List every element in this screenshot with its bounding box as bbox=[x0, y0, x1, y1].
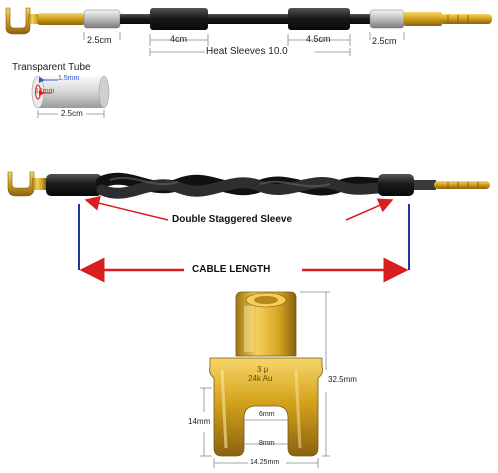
tube-body bbox=[38, 76, 104, 108]
heat-sleeve-2 bbox=[288, 8, 350, 30]
banana-plug-top bbox=[404, 12, 492, 26]
spade-fork bbox=[209, 357, 323, 457]
heat-sleeves-label: Heat Sleeves 10.0 bbox=[206, 46, 288, 57]
top-dimension-lines bbox=[83, 32, 405, 56]
spade-detail bbox=[200, 291, 330, 468]
left-tube-top bbox=[83, 9, 121, 29]
spade-stamp-line1: 3 μ bbox=[257, 365, 269, 374]
transparent-tube-figure bbox=[31, 75, 110, 118]
double-staggered-sleeve-label: Double Staggered Sleeve bbox=[168, 214, 297, 226]
arrow-to-right-sleeve bbox=[345, 198, 394, 221]
top-cable-assembly bbox=[5, 7, 492, 56]
heat-sleeve-1 bbox=[150, 8, 208, 30]
right-tube-length-label: 2.5cm bbox=[372, 36, 397, 46]
right-tube-top bbox=[369, 9, 405, 29]
middle-cable-assembly bbox=[7, 171, 490, 283]
double-sleeve-right bbox=[378, 174, 414, 196]
twisted-cable-b bbox=[96, 177, 386, 199]
spade-dimension-lines bbox=[200, 291, 330, 468]
slot-width-bottom-label: 8mm bbox=[259, 440, 275, 447]
sleeve1-length-label: 4cm bbox=[170, 34, 188, 44]
left-spade-connector-top bbox=[5, 7, 84, 35]
double-sleeve-left bbox=[46, 174, 102, 196]
sleeve2-length-label: 4.5cm bbox=[306, 34, 331, 44]
cable-length-label: CABLE LENGTH bbox=[192, 264, 271, 275]
left-spade-connector-middle bbox=[7, 171, 46, 197]
slot-width-top-label: 6mm bbox=[259, 411, 275, 418]
tube-outer-dim-label: 12mm bbox=[35, 88, 55, 95]
total-width-label: 14.25mm bbox=[250, 459, 280, 466]
tube-length-label: 2.5cm bbox=[61, 109, 83, 118]
spade-stamp-line2: 24k Au bbox=[248, 374, 273, 383]
banana-plug-middle bbox=[414, 180, 490, 190]
fork-height-label: 14mm bbox=[188, 417, 211, 426]
arrow-to-left-sleeve bbox=[84, 195, 169, 221]
transparent-tube-title: Transparent Tube bbox=[12, 62, 91, 73]
tube-inner-dim-label: 1.5mm bbox=[58, 75, 80, 82]
spade-height-label: 32.5mm bbox=[328, 375, 357, 384]
cable-body-top bbox=[120, 14, 370, 24]
left-tube-length-label: 2.5cm bbox=[87, 35, 112, 45]
